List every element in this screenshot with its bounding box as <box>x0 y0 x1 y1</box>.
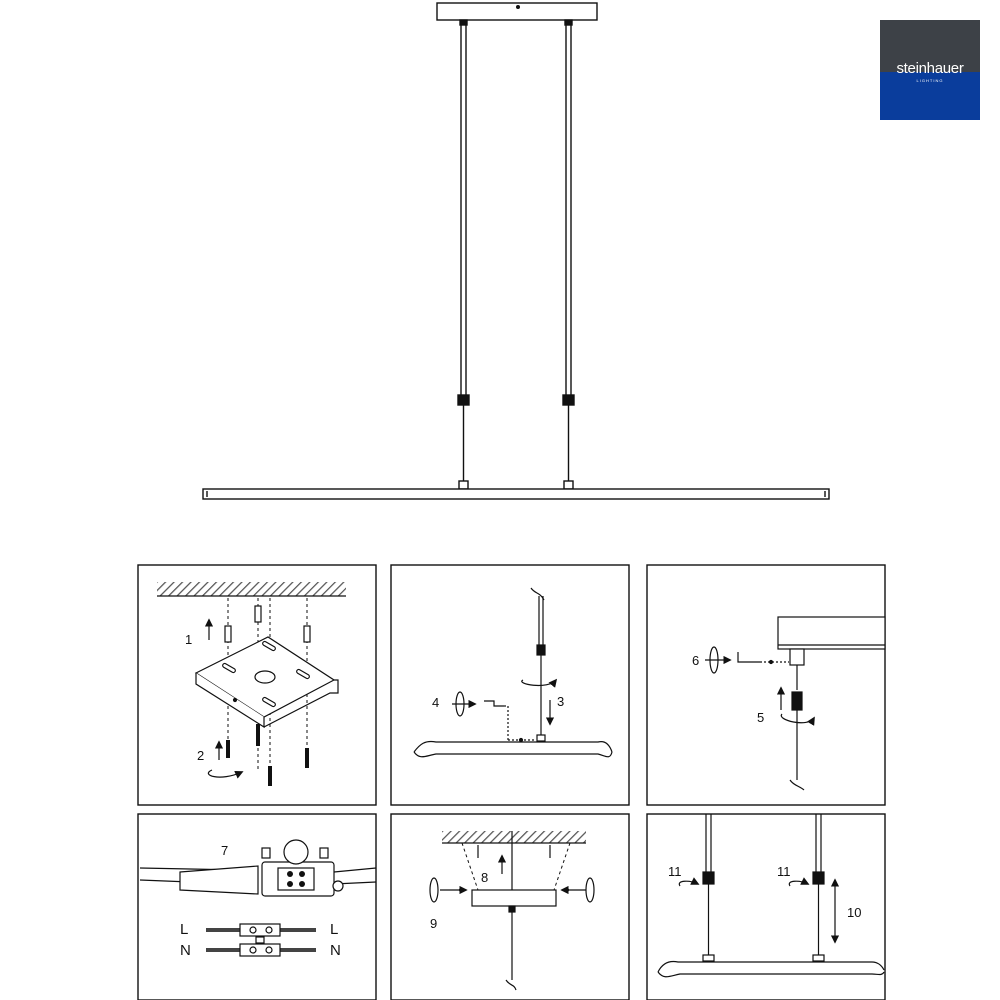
step-4-label: 4 <box>432 695 439 710</box>
canopy-screw <box>516 5 520 9</box>
step-1-label: 1 <box>185 632 192 647</box>
panel-3-canopy-connect <box>705 616 886 791</box>
lamp-overview <box>202 2 830 500</box>
rod-left-end <box>458 480 469 490</box>
ceiling-canopy <box>436 2 598 21</box>
step-10-label: 10 <box>847 905 861 920</box>
canopy-grommet-left <box>459 19 468 26</box>
panel-5-canopy-mount <box>429 831 595 991</box>
logo-subtitle: LIGHTING <box>916 78 944 83</box>
wire-n-right: N <box>330 942 341 959</box>
panel-4-frame <box>137 813 377 1000</box>
panel-4-wiring <box>139 839 377 957</box>
panel-5-frame <box>390 813 630 1000</box>
wire-l-left: L <box>180 921 188 938</box>
logo-bottom-band <box>880 72 980 120</box>
step-6-label: 6 <box>692 653 699 668</box>
panel-3-frame <box>646 564 886 806</box>
logo-wordmark: steinhauer <box>896 60 964 77</box>
step-11b-label: 11 <box>777 864 791 879</box>
canopy-grommet-right <box>564 19 573 26</box>
panel-1-mounting-plate <box>157 582 346 786</box>
rod-left-clamp <box>457 394 470 406</box>
step-11a-label: 11 <box>668 864 682 879</box>
panel-2-frame <box>390 564 630 806</box>
luminaire-bar <box>202 488 830 500</box>
logo-top-band <box>880 20 980 72</box>
rod-right-end <box>563 480 574 490</box>
rod-right-clamp <box>562 394 575 406</box>
brand-logo: steinhauer LIGHTING <box>880 20 980 120</box>
panel-2-cable-adjust <box>413 587 613 758</box>
step-8-label: 8 <box>481 870 488 885</box>
step-7-label: 7 <box>221 843 228 858</box>
step-5-label: 5 <box>757 710 764 725</box>
panel-6-height-adjust <box>657 814 885 978</box>
step-3-label: 3 <box>557 694 564 709</box>
ceiling-hatch <box>157 582 346 596</box>
panel-6-frame <box>646 813 886 1000</box>
step-9-label: 9 <box>430 916 437 931</box>
step-2-label: 2 <box>197 748 204 763</box>
panel-frames <box>137 564 886 1000</box>
wire-n-left: N <box>180 942 191 959</box>
panel-1-frame <box>137 564 377 806</box>
wire-l-right: L <box>330 921 338 938</box>
